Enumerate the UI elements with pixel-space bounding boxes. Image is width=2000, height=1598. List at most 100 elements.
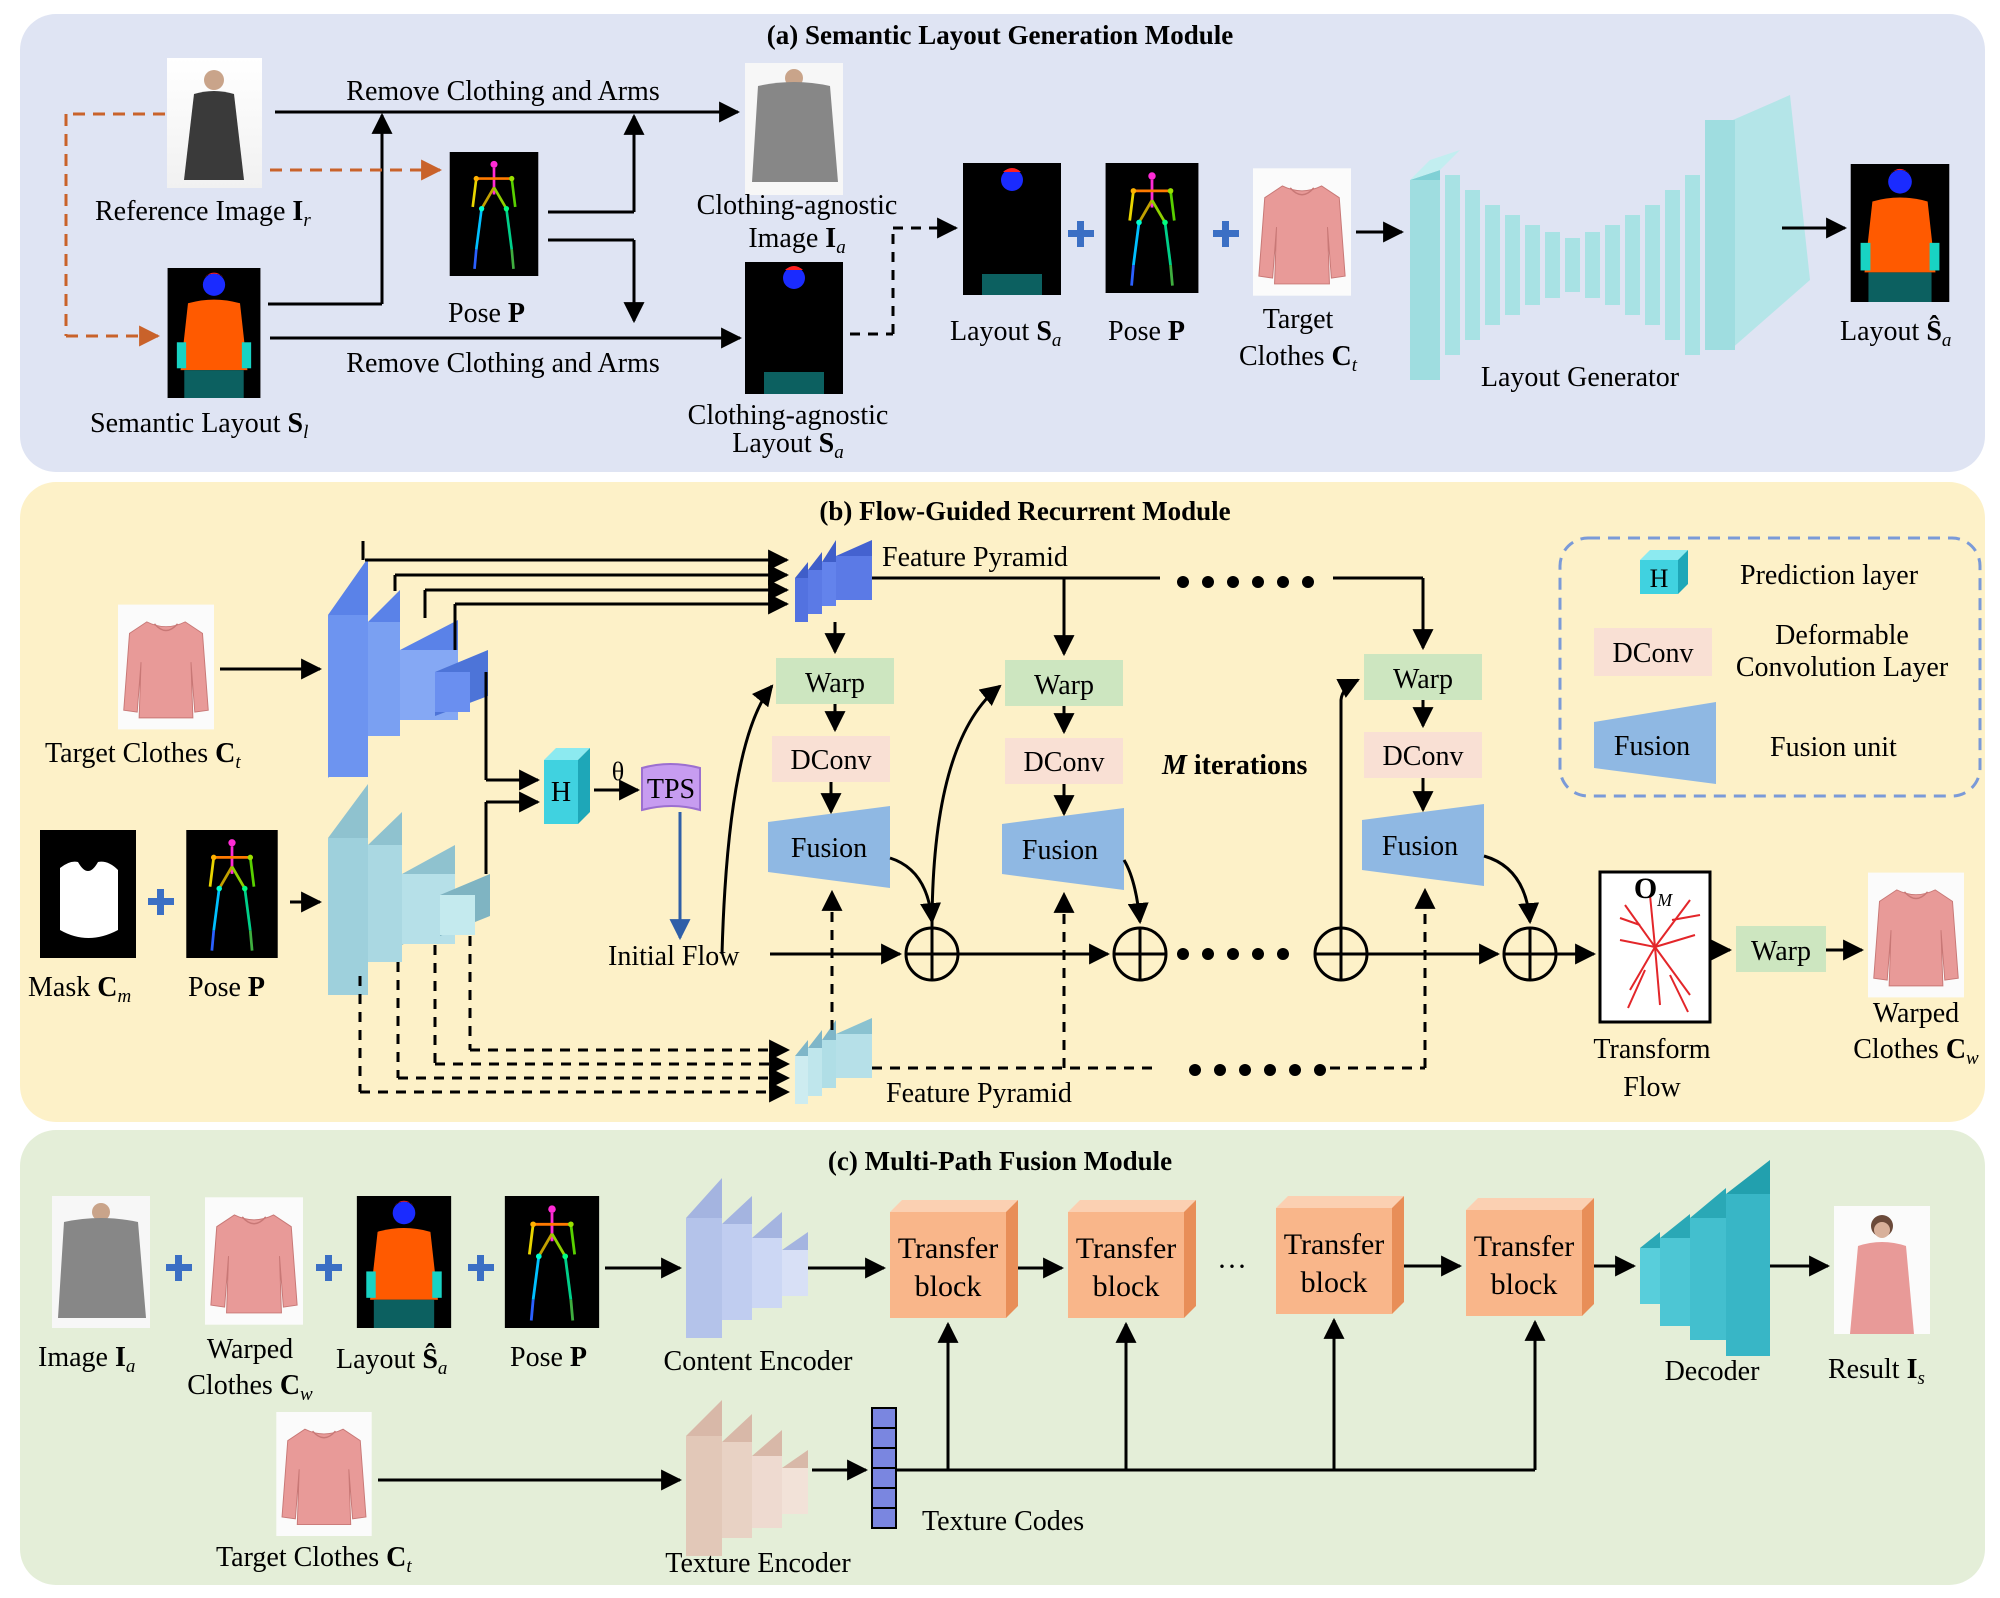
semantic-layout-label: Semantic Layout Sl [90, 408, 308, 443]
target-clothes-label-line2: Clothes Ct [1239, 341, 1358, 376]
transfer-block: Transfer block [890, 1200, 1018, 1318]
dconv-block [772, 736, 890, 782]
legend-deformable-line2: Convolution Layer [1736, 652, 1949, 683]
svg-text:Fusion: Fusion [1382, 831, 1458, 862]
ellipsis-dots [1177, 576, 1326, 1076]
panel-c-layout-thumbnail [357, 1196, 451, 1328]
iteration-2: Warp DConv Fusion [1002, 660, 1124, 890]
panel-c-image-label: Image Ia [38, 1342, 135, 1377]
panel-c-multipath-fusion: (c) Multi-Path Fusion Module Image Ia Wa… [20, 1130, 1985, 1585]
panel-c-target-clothes-thumbnail [276, 1412, 371, 1536]
final-warp-block [1736, 926, 1826, 972]
svg-text:Warp: Warp [1034, 670, 1094, 701]
panel-c-warped-clothes-thumbnail [205, 1197, 303, 1324]
final-warp-label: Warp [1751, 936, 1811, 967]
panel-b-target-clothes-label: Target Clothes Ct [45, 738, 241, 773]
svg-text:DConv: DConv [1024, 747, 1105, 778]
svg-text:block: block [1491, 1268, 1558, 1301]
decoder-label: Decoder [1665, 1356, 1761, 1387]
add-circle-icon [904, 926, 1558, 982]
pose-encoder-network [328, 784, 490, 995]
plus-icon [166, 1255, 494, 1281]
legend-fusion-unit-label: Fusion unit [1770, 732, 1897, 763]
transform-flow-image: OM [1598, 870, 1712, 1024]
transfer-block: Transfer block [1276, 1196, 1404, 1314]
svg-text:Transfer: Transfer [898, 1232, 999, 1265]
svg-text:DConv: DConv [1613, 638, 1694, 669]
feature-pyramid-bottom-label: Feature Pyramid [886, 1078, 1072, 1109]
tps-module: TPS [641, 763, 701, 812]
agnostic-layout-thumbnail [745, 262, 843, 394]
warped-clothes-label-line2: Clothes Cw [1853, 1034, 1979, 1069]
panel-b-dashed-arrows [358, 887, 1436, 1103]
svg-text:Fusion: Fusion [1022, 835, 1098, 866]
svg-text:block: block [1301, 1266, 1368, 1299]
reference-image-label: Reference Image Ir [95, 196, 311, 231]
panel-b-arrows [220, 541, 1865, 965]
texture-codes-label: Texture Codes [922, 1506, 1084, 1537]
semantic-layout-thumbnail [168, 268, 261, 398]
svg-text:Fusion: Fusion [1614, 731, 1690, 762]
fusion-block [1362, 804, 1484, 886]
texture-encoder-label: Texture Encoder [665, 1548, 851, 1579]
remove-clothing-label-bottom: Remove Clothing and Arms [346, 348, 659, 379]
panel-c-title: (c) Multi-Path Fusion Module [828, 1146, 1172, 1176]
dconv-block [1005, 738, 1123, 784]
svg-text:DConv: DConv [791, 745, 872, 776]
svg-text:Transfer: Transfer [1284, 1228, 1385, 1261]
panel-c-warped-label-line1: Warped [207, 1334, 293, 1365]
feature-pyramid-bottom [795, 1018, 872, 1104]
panel-b-pose-label: Pose P [188, 972, 265, 1003]
transform-flow-label-line1: Transform [1593, 1034, 1710, 1065]
pose-input-thumbnail [1106, 163, 1199, 293]
legend-box: H Prediction layer DConv Deformable Conv… [1558, 536, 1982, 798]
plus-icon [148, 889, 174, 915]
plus-icon [1068, 221, 1239, 247]
pose-label: Pose P [448, 298, 525, 329]
panel-c-layout-label: Layout Ŝa [336, 1344, 447, 1379]
layout-sa-label: Layout Sa [950, 316, 1061, 351]
remove-clothing-label-top: Remove Clothing and Arms [346, 76, 659, 107]
agnostic-layout-label-line1: Clothing-agnostic [688, 400, 889, 431]
panel-c-arrows [378, 1255, 1831, 1491]
mask-label: Mask Cm [28, 972, 131, 1007]
transfer-ellipsis: ··· [1217, 1250, 1247, 1283]
warp-block [1005, 660, 1123, 706]
decoder-network [1640, 1160, 1770, 1356]
svg-text:block: block [1093, 1270, 1160, 1303]
svg-text:Fusion: Fusion [791, 833, 867, 864]
feature-pyramid-top-label: Feature Pyramid [882, 542, 1068, 573]
theta-label: θ [612, 757, 624, 786]
warped-clothes-thumbnail [1868, 873, 1964, 998]
layout-generator-network [1410, 95, 1810, 380]
legend-h-icon: H [1640, 550, 1688, 594]
svg-text:OM: OM [1634, 872, 1673, 910]
warp-block [1364, 654, 1482, 700]
legend-dconv-swatch [1594, 628, 1712, 676]
fusion-block [768, 806, 890, 888]
legend-prediction-label: Prediction layer [1740, 560, 1919, 591]
content-encoder-network [686, 1178, 808, 1338]
warped-clothes-label-line1: Warped [1873, 998, 1959, 1029]
content-encoder-label: Content Encoder [664, 1346, 854, 1377]
legend-deformable-line1: Deformable [1775, 620, 1909, 651]
panel-a-dashed-orange-arrows [64, 112, 443, 347]
panel-b-title: (b) Flow-Guided Recurrent Module [819, 496, 1230, 526]
panel-c-target-clothes-label: Target Clothes Ct [216, 1542, 412, 1577]
pose-input-label: Pose P [1108, 316, 1185, 347]
output-layout-thumbnail [1851, 164, 1950, 302]
transform-flow-label-line2: Flow [1623, 1072, 1681, 1103]
layout-sa-thumbnail [963, 163, 1061, 295]
agnostic-image-label-line2: Image Ia [748, 223, 845, 258]
transfer-block: Transfer block [1466, 1198, 1594, 1316]
svg-text:Warp: Warp [805, 668, 865, 699]
svg-text:Warp: Warp [1393, 664, 1453, 695]
panel-c-warped-label-line2: Clothes Cw [187, 1370, 313, 1405]
svg-text:block: block [915, 1270, 982, 1303]
clothes-encoder-network [328, 558, 488, 778]
iteration-1: Warp DConv Fusion [768, 658, 894, 888]
output-layout-label: Layout Ŝa [1840, 316, 1951, 351]
transfer-block: Transfer block [1068, 1200, 1196, 1318]
svg-text:Transfer: Transfer [1076, 1232, 1177, 1265]
